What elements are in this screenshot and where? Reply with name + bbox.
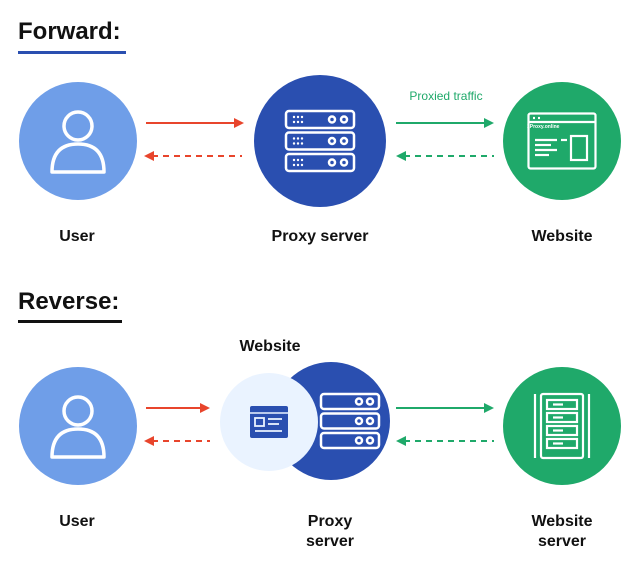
server-rack-icon [533,392,591,460]
reverse-title-underline [18,320,122,323]
user-icon [50,110,106,174]
forward-user-circle [19,82,137,200]
forward-user-label: User [59,228,95,245]
webpage-card-icon [250,406,288,438]
browser-window-icon [527,112,597,170]
reverse-user-label: User [59,513,95,530]
forward-proxy-circle [254,75,386,207]
forward-title-underline [18,51,126,54]
server-icon [319,392,381,450]
forward-request-arrow [146,118,244,128]
reverse-user-circle [19,367,137,485]
forward-proxied-response-arrow [396,151,494,161]
user-icon [50,395,106,459]
reverse-website-server-circle [503,367,621,485]
reverse-proxy-label-line2: server [305,533,355,550]
reverse-request-arrow [146,403,210,413]
forward-title: Forward: [18,18,121,45]
browser-brand-text: 1Proxy.online [527,124,560,130]
forward-website-circle [503,82,621,200]
reverse-server-label-line2: server [537,533,587,550]
reverse-proxy-label-line1: Proxy [307,513,353,530]
reverse-response-arrow [144,436,210,446]
forward-website-label: Website [531,228,593,245]
proxied-traffic-label: Proxied traffic [409,89,483,103]
forward-response-arrow [144,151,242,161]
reverse-website-label: Website [239,338,301,355]
forward-proxy-label: Proxy server [271,228,369,245]
reverse-forward-arrow [396,403,494,413]
reverse-server-label-line1: Website [531,513,593,530]
reverse-return-arrow [396,436,494,446]
reverse-website-overlay-circle [220,373,318,471]
forward-proxied-request-arrow [396,118,494,128]
reverse-title: Reverse: [18,288,120,315]
server-icon [284,109,356,173]
